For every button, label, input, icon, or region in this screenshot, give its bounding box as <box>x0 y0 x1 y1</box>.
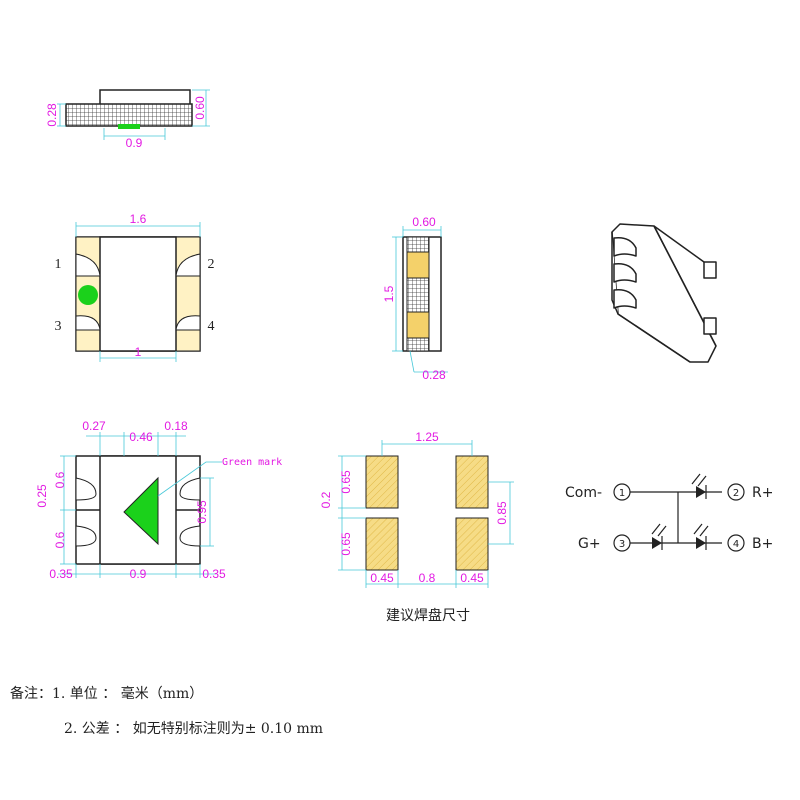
green-mark-label: Green mark <box>222 457 282 468</box>
circuit-label-g: G+ <box>578 536 601 552</box>
node-4-number: 4 <box>733 539 739 550</box>
notes: 备注：1. 单位 ： 毫米（mm） 2. 公差 ： 如无特别标注则为± 0.10… <box>10 685 323 737</box>
pad-dim-top: 1.25 <box>415 430 439 444</box>
node-2-number: 2 <box>733 488 739 499</box>
circuit-diagram: Com- G+ R+ B+ 1 3 2 4 <box>565 473 773 552</box>
bottom-view: 0.27 0.46 0.18 0.25 0.6 0.6 0.95 0.35 0.… <box>35 419 282 581</box>
pad-bottom-right <box>455 517 489 571</box>
circuit-label-com: Com- <box>565 485 602 501</box>
bottom-dim-top-1: 0.27 <box>82 419 106 433</box>
side-dim-right: 0.60 <box>193 96 207 120</box>
bottom-dim-top-2: 0.46 <box>129 430 153 444</box>
top-view-right-terminal <box>175 236 201 352</box>
pad-dim-bottom-2: 0.8 <box>419 571 436 585</box>
note-line-1: 备注：1. 单位 ： 毫米（mm） <box>10 685 203 702</box>
pad-layout: 1.25 0.2 0.65 0.65 0.85 0.45 0.8 0.45 建议… <box>319 430 514 624</box>
diode-red-icon <box>696 486 706 498</box>
bottom-view-green-mark <box>123 476 159 546</box>
side-view: 0.28 0.60 0.9 <box>45 89 210 150</box>
bottom-dim-left-3: 0.6 <box>53 531 67 548</box>
bottom-dim-right: 0.95 <box>195 500 209 524</box>
circuit-label-b: B+ <box>752 536 773 552</box>
node-3-circle <box>613 534 631 552</box>
pad-dim-left-1: 0.2 <box>319 491 333 508</box>
node-1-circle <box>613 483 631 501</box>
bottom-dim-bottom-2: 0.9 <box>130 567 147 581</box>
bottom-dim-left-1: 0.25 <box>35 484 49 508</box>
pin-label-4: 4 <box>208 319 215 334</box>
node-4-circle <box>727 534 745 552</box>
side-dim-left: 0.28 <box>45 103 59 127</box>
pad-dim-left-2: 0.65 <box>339 470 353 494</box>
node-1-number: 1 <box>619 488 625 499</box>
top-dim-inner: 1 <box>135 345 142 359</box>
top-view-polarity-dot <box>78 285 98 305</box>
pad-dim-left-3: 0.65 <box>339 532 353 556</box>
pad-dim-bottom-3: 0.45 <box>460 571 484 585</box>
end-dim-height: 1.5 <box>382 285 396 302</box>
node-3-number: 3 <box>619 539 625 550</box>
pad-dim-bottom-1: 0.45 <box>370 571 394 585</box>
end-dim-bottom: 0.28 <box>422 368 446 382</box>
bottom-dim-bottom-1: 0.35 <box>49 567 73 581</box>
side-dim-bottom: 0.9 <box>126 136 143 150</box>
side-view-body <box>65 103 193 127</box>
end-view: 0.60 1.5 0.28 <box>382 215 448 382</box>
pad-layout-caption: 建议焊盘尺寸 <box>386 607 470 624</box>
diode-blue-icon <box>696 537 706 549</box>
top-view-lens <box>99 236 177 352</box>
note-line-2: 2. 公差 ： 如无特别标注则为± 0.10 mm <box>64 721 323 737</box>
side-view-lens-dome <box>99 89 191 104</box>
pin-label-2: 2 <box>208 257 215 272</box>
isometric-view <box>611 223 717 363</box>
pad-bottom-left <box>365 517 399 571</box>
pin-label-1: 1 <box>55 257 62 272</box>
circuit-label-r: R+ <box>752 485 773 501</box>
pad-top-left <box>365 455 399 509</box>
diode-green-icon <box>652 537 662 549</box>
top-dim-width: 1.6 <box>130 212 147 226</box>
end-dim-width: 0.60 <box>412 215 436 229</box>
end-view-pad-upper <box>406 251 430 279</box>
node-2-circle <box>727 483 745 501</box>
pad-top-right <box>455 455 489 509</box>
bottom-dim-top-3: 0.18 <box>164 419 188 433</box>
bottom-dim-bottom-3: 0.35 <box>202 567 226 581</box>
end-view-pad-lower <box>406 311 430 339</box>
side-view-green-pad <box>118 124 140 129</box>
top-view: 1.6 1 1 2 3 4 <box>55 212 215 362</box>
pin-label-3: 3 <box>55 319 62 334</box>
pad-dim-right: 0.85 <box>495 501 509 525</box>
bottom-dim-left-2: 0.6 <box>53 471 67 488</box>
